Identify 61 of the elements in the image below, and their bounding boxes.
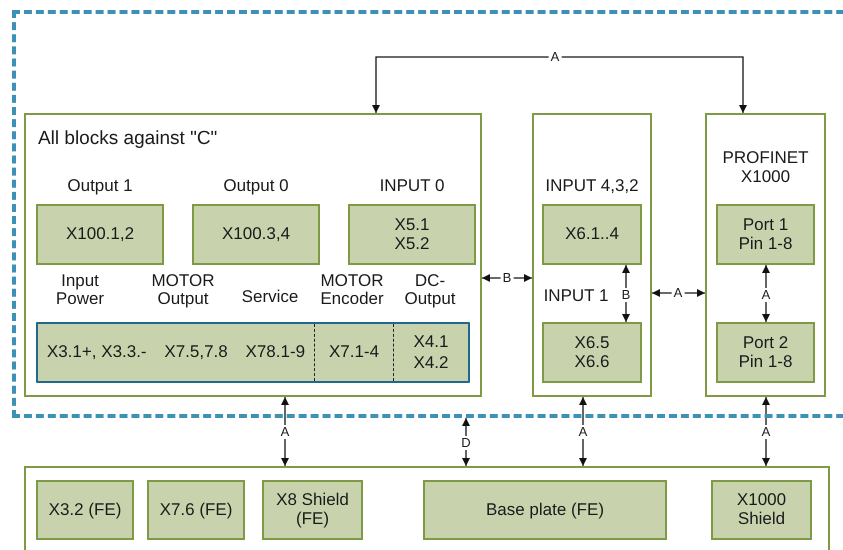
terminal-text: X6.1..4 (565, 225, 619, 244)
terminal-text: Base plate (FE) (486, 500, 604, 520)
terminal-text: X8 Shield (FE) (275, 491, 350, 529)
terminal-text: X3.2 (FE) (48, 500, 122, 520)
block-heading: INPUT 4,3,2 (545, 176, 639, 197)
module-panel (532, 113, 652, 397)
terminal-strip (36, 322, 470, 383)
terminal-block (147, 480, 245, 540)
module-panel (705, 113, 826, 397)
terminal-text: Port 2 Pin 1-8 (738, 334, 794, 372)
connector-arrow (482, 274, 532, 282)
module-panel (24, 466, 830, 550)
terminal-text: X3.1+, X3.3.- (46, 342, 147, 363)
terminal-text: X5.1 X5.2 (394, 216, 430, 254)
terminal-block (262, 480, 363, 540)
terminal-text: X7.6 (FE) (160, 500, 232, 520)
panel-title: PROFINET X1000 (722, 149, 810, 186)
dashed-boundary (12, 10, 843, 418)
terminal-text: X7.5,7.8 (164, 342, 228, 363)
edge-label: A (278, 425, 292, 439)
terminal-text: Port 1 Pin 1-8 (738, 216, 794, 254)
connector-label: DC- Output (403, 272, 457, 308)
edge-label: A (672, 286, 684, 300)
connector-label: INPUT 1 (544, 287, 608, 305)
connector-arrow (622, 265, 630, 322)
terminal-text: X100.1,2 (66, 225, 134, 244)
edge-label: D (459, 436, 473, 450)
connector-arrow (762, 397, 770, 466)
terminal-block (423, 480, 667, 540)
terminal-text: X100.3,4 (222, 225, 290, 244)
edge-label: B (620, 288, 632, 302)
connector-arrow (762, 265, 770, 322)
edge-label: A (760, 288, 772, 302)
terminal-block (36, 480, 134, 540)
terminal-text: X78.1-9 (246, 342, 306, 363)
block-heading: Output 0 (223, 176, 289, 197)
connector-arrow (462, 418, 470, 466)
connector-label: MOTOR Output (150, 272, 216, 308)
connector-label: Service (242, 288, 298, 306)
panel-title: All blocks against "C" (38, 129, 218, 150)
terminal-block (716, 204, 815, 265)
terminal-block (716, 322, 815, 383)
edge-label: A (548, 50, 562, 64)
edge-label: A (576, 425, 590, 439)
terminal-text: X4.1 X4.2 (412, 332, 450, 373)
block-heading: INPUT 0 (380, 176, 444, 197)
connector-label: Input Power (54, 272, 106, 308)
connector-arrow (372, 56, 747, 113)
terminal-block (711, 480, 812, 540)
connector-label: MOTOR Encoder (319, 272, 385, 308)
connector-arrow (281, 397, 289, 466)
module-panel (24, 113, 482, 397)
edge-label: A (760, 425, 772, 439)
terminal-block (542, 322, 642, 383)
connector-arrow (579, 397, 587, 466)
terminal-text: X1000 Shield (736, 491, 788, 529)
connector-arrow (652, 289, 705, 297)
edge-label: B (500, 271, 514, 285)
terminal-text: X7.1-4 (328, 342, 380, 363)
terminal-text: X6.5 X6.6 (574, 334, 610, 372)
block-heading: Output 1 (67, 176, 133, 197)
